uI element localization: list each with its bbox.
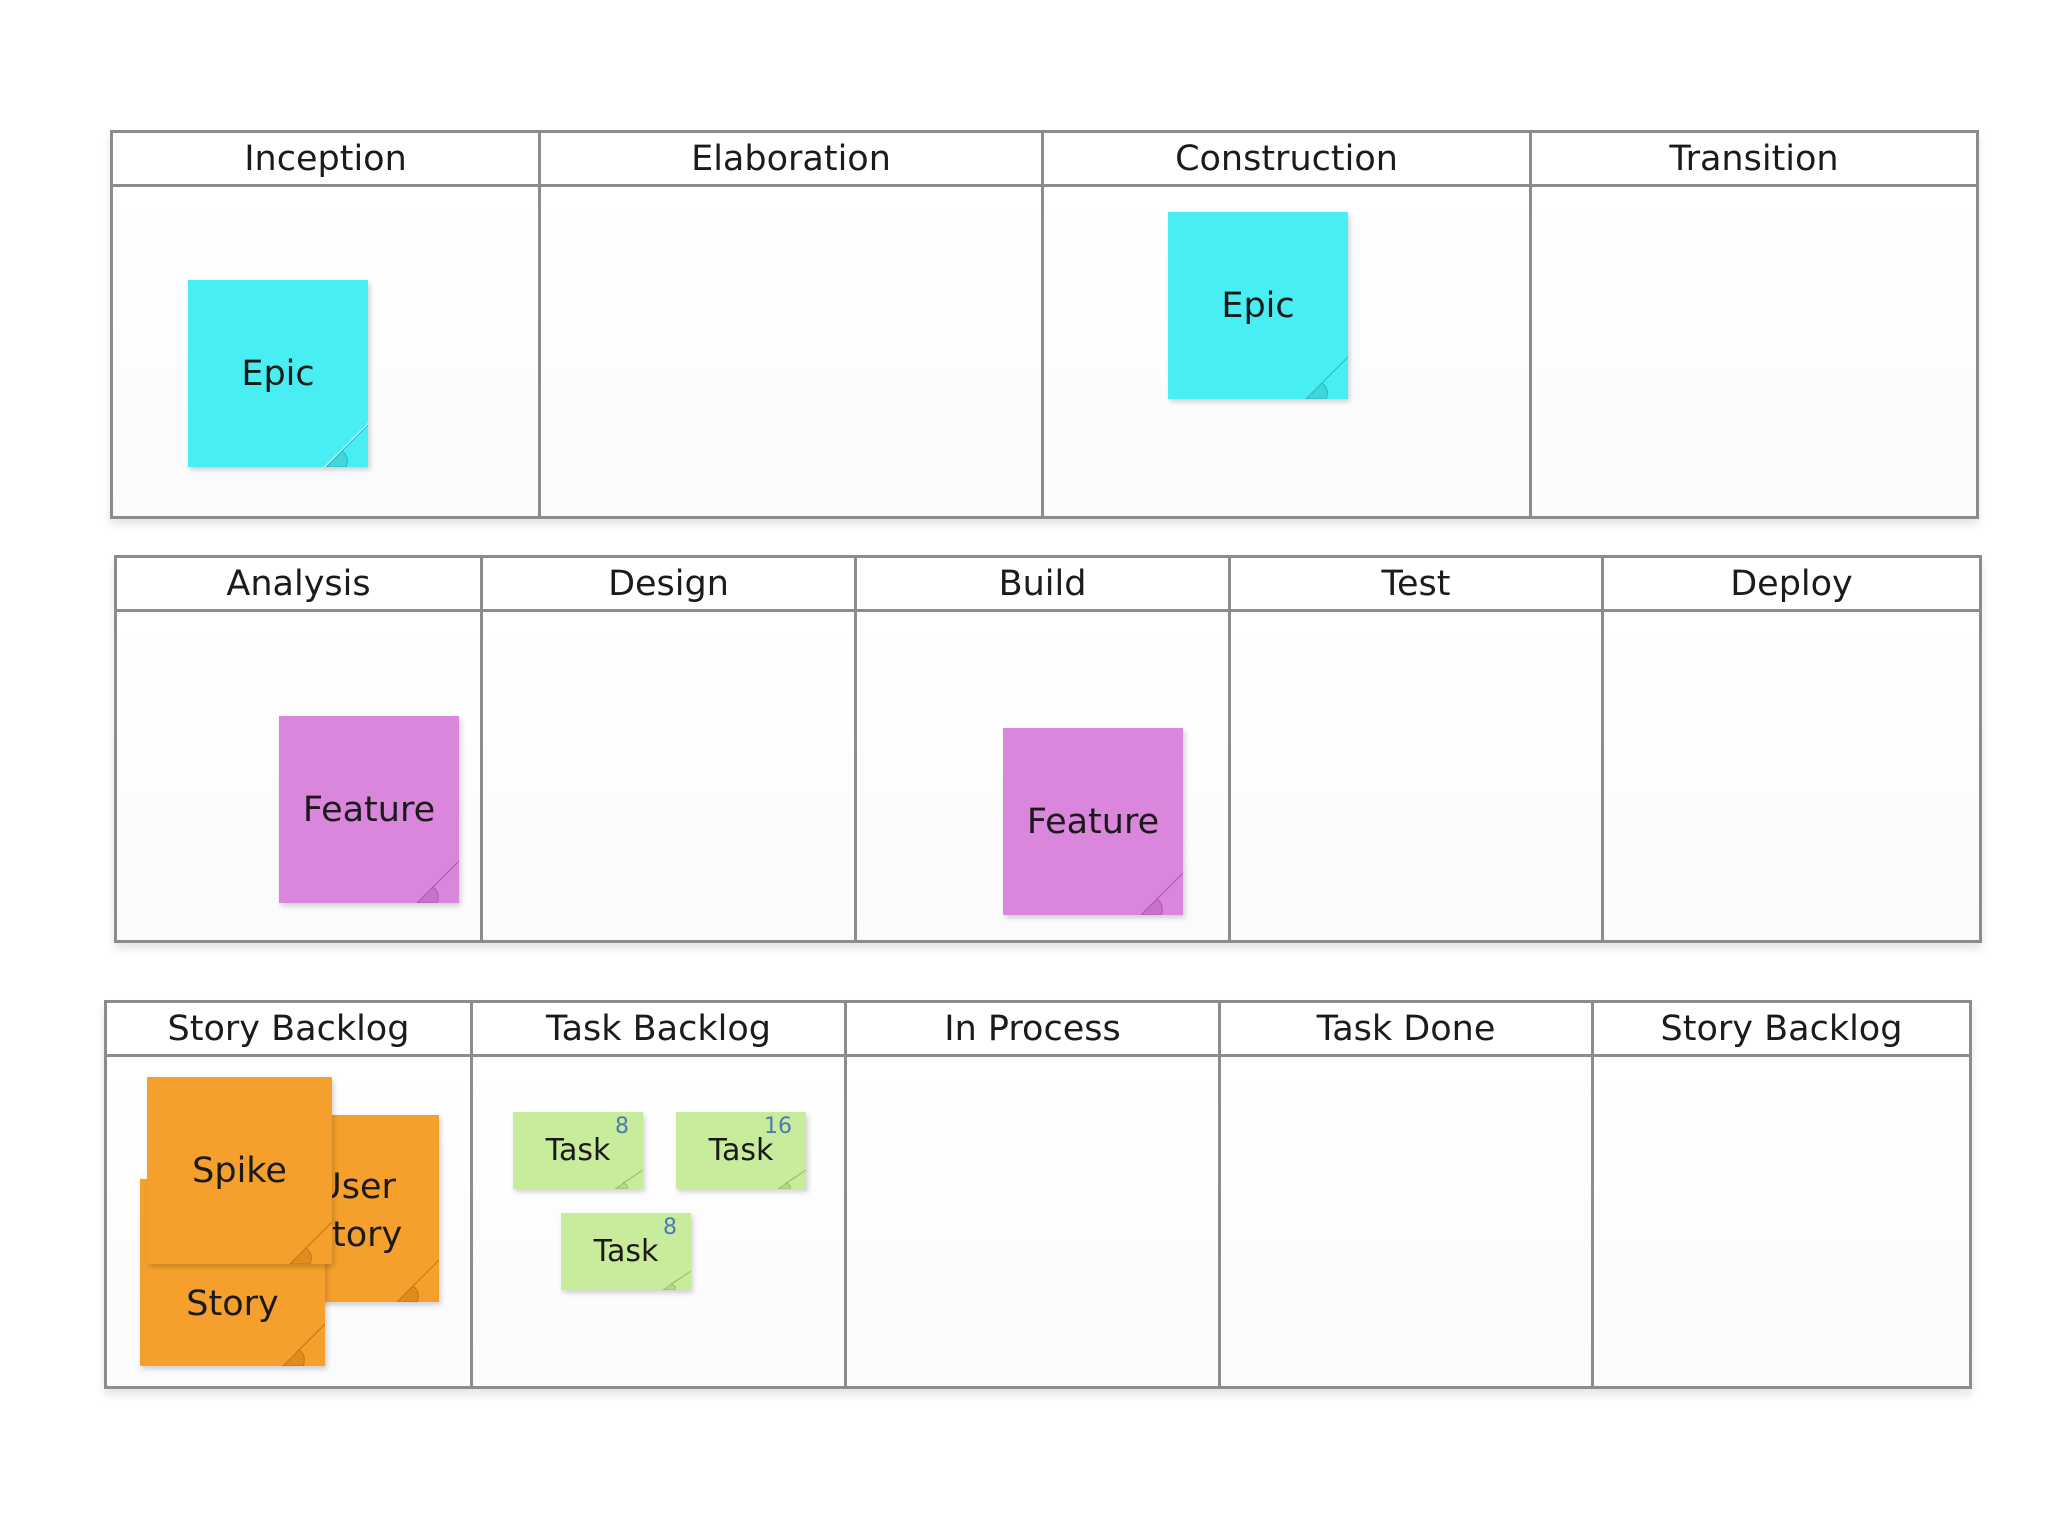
column-inception: Inception Epic (113, 133, 541, 516)
column-header: Test (1231, 558, 1601, 612)
column-header: Story Backlog (1594, 1003, 1969, 1057)
story-points: 16 (764, 1114, 792, 1139)
task-board: Story Backlog User Story Story Spike (104, 1000, 1972, 1389)
spike-note[interactable]: Spike (147, 1077, 332, 1264)
column-header: Elaboration (541, 133, 1041, 187)
column-header: Task Backlog (473, 1003, 844, 1057)
task-note[interactable]: Task 16 (676, 1112, 806, 1189)
note-label: Task (545, 1133, 611, 1168)
column-task-done: Task Done (1221, 1003, 1594, 1386)
task-note[interactable]: Task 8 (561, 1213, 691, 1290)
column-transition: Transition (1532, 133, 1976, 516)
column-body (1604, 612, 1979, 940)
column-body (1231, 612, 1601, 940)
note-label: Feature (302, 789, 436, 830)
column-design: Design (483, 558, 857, 940)
column-story-done: Story Backlog (1594, 1003, 1969, 1386)
feature-note[interactable]: Feature (279, 716, 459, 903)
note-label: Story (317, 1215, 403, 1255)
page-curl-icon (614, 1169, 643, 1189)
note-label-wrap: User Story (317, 1163, 431, 1259)
note-label: Task (708, 1133, 774, 1168)
story-points: 8 (663, 1215, 677, 1240)
feature-board: Analysis Feature Design Build Feature Te… (114, 555, 1982, 943)
column-body: Feature (857, 612, 1228, 940)
page-curl-icon (282, 1323, 325, 1366)
column-header: Story Backlog (107, 1003, 470, 1057)
column-elaboration: Elaboration (541, 133, 1044, 516)
note-label: Epic (1221, 285, 1295, 326)
column-body: Feature (117, 612, 480, 940)
column-test: Test (1231, 558, 1604, 940)
epic-note[interactable]: Epic (1168, 212, 1348, 399)
column-header: Transition (1532, 133, 1976, 187)
column-body: Epic (113, 187, 538, 516)
story-points: 8 (615, 1114, 629, 1139)
column-body: Epic (1044, 187, 1529, 516)
column-body (541, 187, 1041, 516)
column-body (847, 1057, 1218, 1386)
page-curl-icon (777, 1169, 806, 1189)
note-label: User (317, 1167, 396, 1207)
user-story-note[interactable]: User Story (317, 1115, 439, 1302)
column-analysis: Analysis Feature (117, 558, 483, 940)
column-body (1594, 1057, 1969, 1386)
page-curl-icon (396, 1259, 439, 1302)
note-label: Epic (241, 353, 315, 394)
note-label: Story (186, 1284, 279, 1324)
column-header: Analysis (117, 558, 480, 612)
column-body: User Story Story Spike (107, 1057, 470, 1386)
page-curl-icon (1305, 356, 1348, 399)
column-header: In Process (847, 1003, 1218, 1057)
note-label: Task (593, 1234, 659, 1269)
column-in-process: In Process (847, 1003, 1221, 1386)
column-header: Build (857, 558, 1228, 612)
page-curl-icon (662, 1270, 691, 1290)
page-curl-icon (1140, 872, 1183, 915)
column-header: Task Done (1221, 1003, 1591, 1057)
page-curl-icon (289, 1221, 332, 1264)
page-curl-icon (324, 423, 368, 467)
task-note[interactable]: Task 8 (513, 1112, 643, 1189)
page-curl-icon (416, 860, 459, 903)
column-deploy: Deploy (1604, 558, 1979, 940)
column-body (483, 612, 854, 940)
column-story-backlog: Story Backlog User Story Story Spike (107, 1003, 473, 1386)
column-header: Design (483, 558, 854, 612)
column-header: Deploy (1604, 558, 1979, 612)
column-header: Construction (1044, 133, 1529, 187)
epic-note[interactable]: Epic (188, 280, 368, 467)
column-body (1221, 1057, 1591, 1386)
column-body: Task 8 Task 16 Task 8 (473, 1057, 844, 1386)
column-construction: Construction Epic (1044, 133, 1532, 516)
column-body (1532, 187, 1976, 516)
column-task-backlog: Task Backlog Task 8 Task 16 Task 8 (473, 1003, 847, 1386)
feature-note[interactable]: Feature (1003, 728, 1183, 915)
column-build: Build Feature (857, 558, 1231, 940)
phase-board: Inception Epic Elaboration Construction … (110, 130, 1979, 519)
column-header: Inception (113, 133, 538, 187)
note-label: Feature (1026, 801, 1160, 842)
note-label: Spike (192, 1150, 287, 1191)
